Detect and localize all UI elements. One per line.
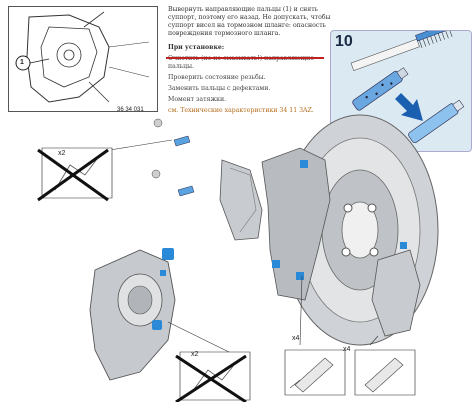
- brake-pad-inner: [219, 159, 263, 241]
- inset-drawing: [15, 11, 150, 103]
- instruction-intro: Вывернуть направляющие пальцы (1) и снят…: [168, 6, 331, 37]
- inset-diagram: 1 36 34 031: [8, 6, 158, 113]
- guide-pin-dirty-icon: [352, 67, 409, 111]
- caliper-housing: [89, 248, 176, 381]
- brake-pad-outer: [371, 249, 421, 337]
- no-grease-bottom-icon: [175, 351, 251, 402]
- grease-tube-icon-2: [354, 349, 416, 396]
- instruction-item-1-text: Очистить (но не смазывать!) направляющие…: [168, 55, 314, 70]
- arrow-right-icon: [395, 93, 423, 121]
- inset-callout: 1: [20, 59, 24, 66]
- multiplier-bottom-left: x2: [191, 351, 199, 358]
- no-grease-top-icon: [37, 147, 113, 202]
- brush-icon: [350, 31, 454, 72]
- multiplier-pad-right: x4: [343, 346, 351, 353]
- inset-figure-id: 36 34 031: [117, 107, 144, 113]
- caliper-carrier: [261, 147, 407, 301]
- multiplier-top-left: x2: [58, 150, 66, 157]
- instruction-header: При установке:: [168, 44, 225, 51]
- highlight-underline: [166, 57, 324, 59]
- grease-tube-icon: [284, 349, 346, 396]
- step-10-panel: 10: [330, 30, 472, 152]
- instruction-item-2: Проверить состояние резьбы.: [168, 74, 266, 81]
- guide-pin-bolts: [151, 118, 195, 197]
- instruction-item-5-link[interactable]: см. Технические характеристики 34 11 3AZ…: [168, 107, 314, 114]
- instruction-item-1: Очистить (но не смазывать!) направляющие…: [168, 55, 336, 71]
- instruction-text: Вывернуть направляющие пальцы (1) и снят…: [168, 6, 336, 115]
- multiplier-pad-lower: x4: [292, 335, 300, 342]
- leader-lines: [109, 139, 379, 356]
- step-number: 10: [335, 33, 353, 50]
- step-illustration: [350, 31, 465, 143]
- instruction-item-3: Заменить пальцы с дефектами.: [168, 85, 271, 92]
- instruction-item-4: Момент затяжки.: [168, 96, 227, 103]
